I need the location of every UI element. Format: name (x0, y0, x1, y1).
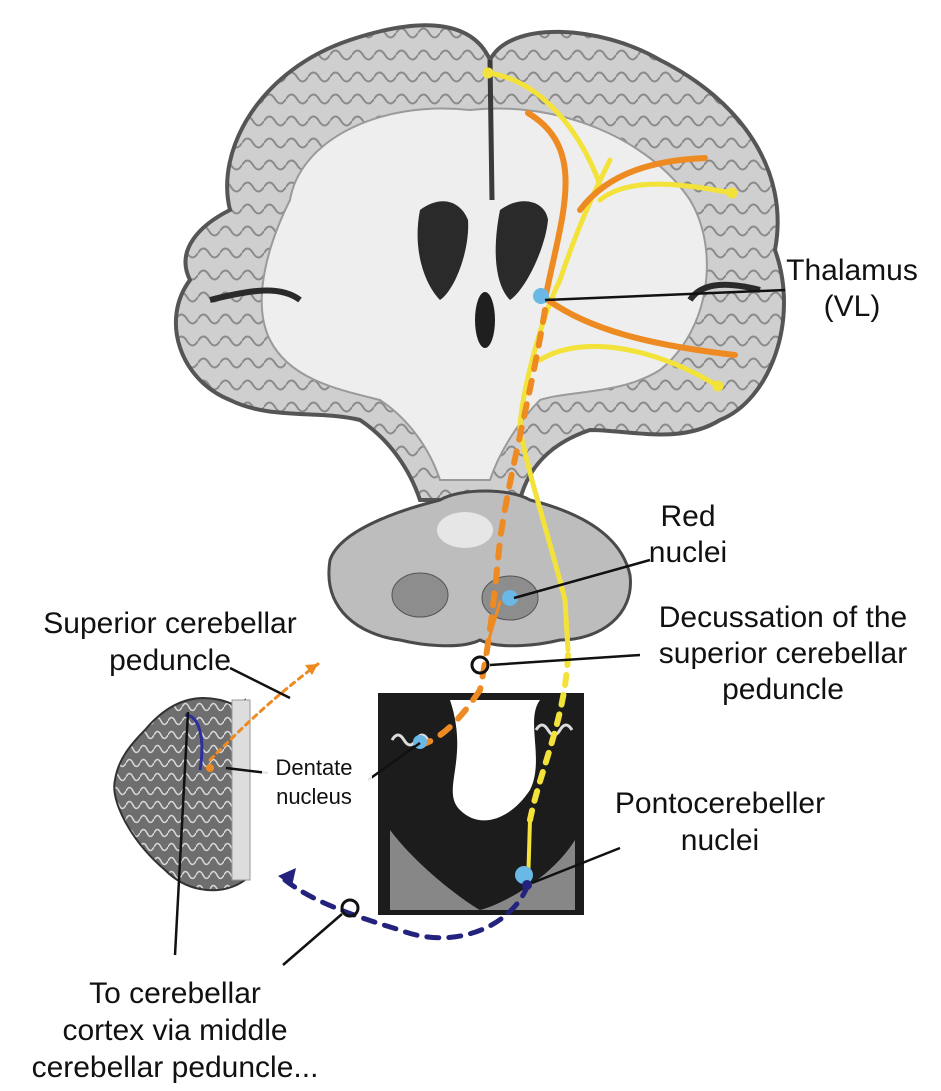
coronal-brain-section (176, 25, 784, 500)
dentate-labels: Dentate nucleus (262, 752, 372, 810)
decussation-label-line2: superior cerebellar (659, 637, 907, 670)
superior-peduncle-label-line1: Superior cerebellar (43, 607, 296, 640)
cerebral-aqueduct (437, 512, 493, 548)
yellow-terminal-right-2 (713, 381, 723, 391)
red-nucleus-left (392, 573, 448, 617)
cortex-label-line3: cerebellar peduncle... (32, 1051, 319, 1084)
cerebellum-dentate-marker (206, 764, 214, 772)
dentate-label-line2: nucleus (276, 784, 352, 809)
pontocerebeller-label-line1: Pontocerebeller (615, 787, 825, 820)
decussation-label-line3: peduncle (722, 673, 844, 706)
decussation-label-line1: Decussation of the (659, 601, 907, 634)
longitudinal-fissure (490, 60, 492, 200)
red-nuclei-label-line1: Red (660, 500, 715, 533)
pontocerebeller-label-line2: nuclei (681, 824, 759, 857)
cerebellum-section (114, 698, 250, 890)
third-ventricle (475, 292, 495, 348)
midbrain-outline (329, 491, 631, 646)
yellow-terminal-top (483, 68, 493, 78)
cortex-label-line2: cortex via middle (62, 1014, 287, 1047)
thalamus-vl-marker (533, 288, 549, 304)
yellow-terminal-right-1 (727, 188, 737, 198)
middle-peduncle-leader (283, 914, 342, 965)
dentate-label-line1: Dentate (275, 755, 352, 780)
pontine-nucleus-core (522, 880, 532, 890)
midbrain-section (329, 491, 631, 646)
thalamus-label-line1: Thalamus (786, 254, 918, 287)
thalamus-label-line2: (VL) (824, 290, 881, 323)
brainstem-strip (232, 700, 250, 880)
cortex-label-line1: To cerebellar (89, 977, 261, 1010)
pons-section (378, 693, 584, 915)
superior-peduncle-label-line2: peduncle (109, 644, 231, 677)
red-nuclei-label-line2: nuclei (649, 536, 727, 569)
superior-peduncle-leader (230, 668, 290, 698)
